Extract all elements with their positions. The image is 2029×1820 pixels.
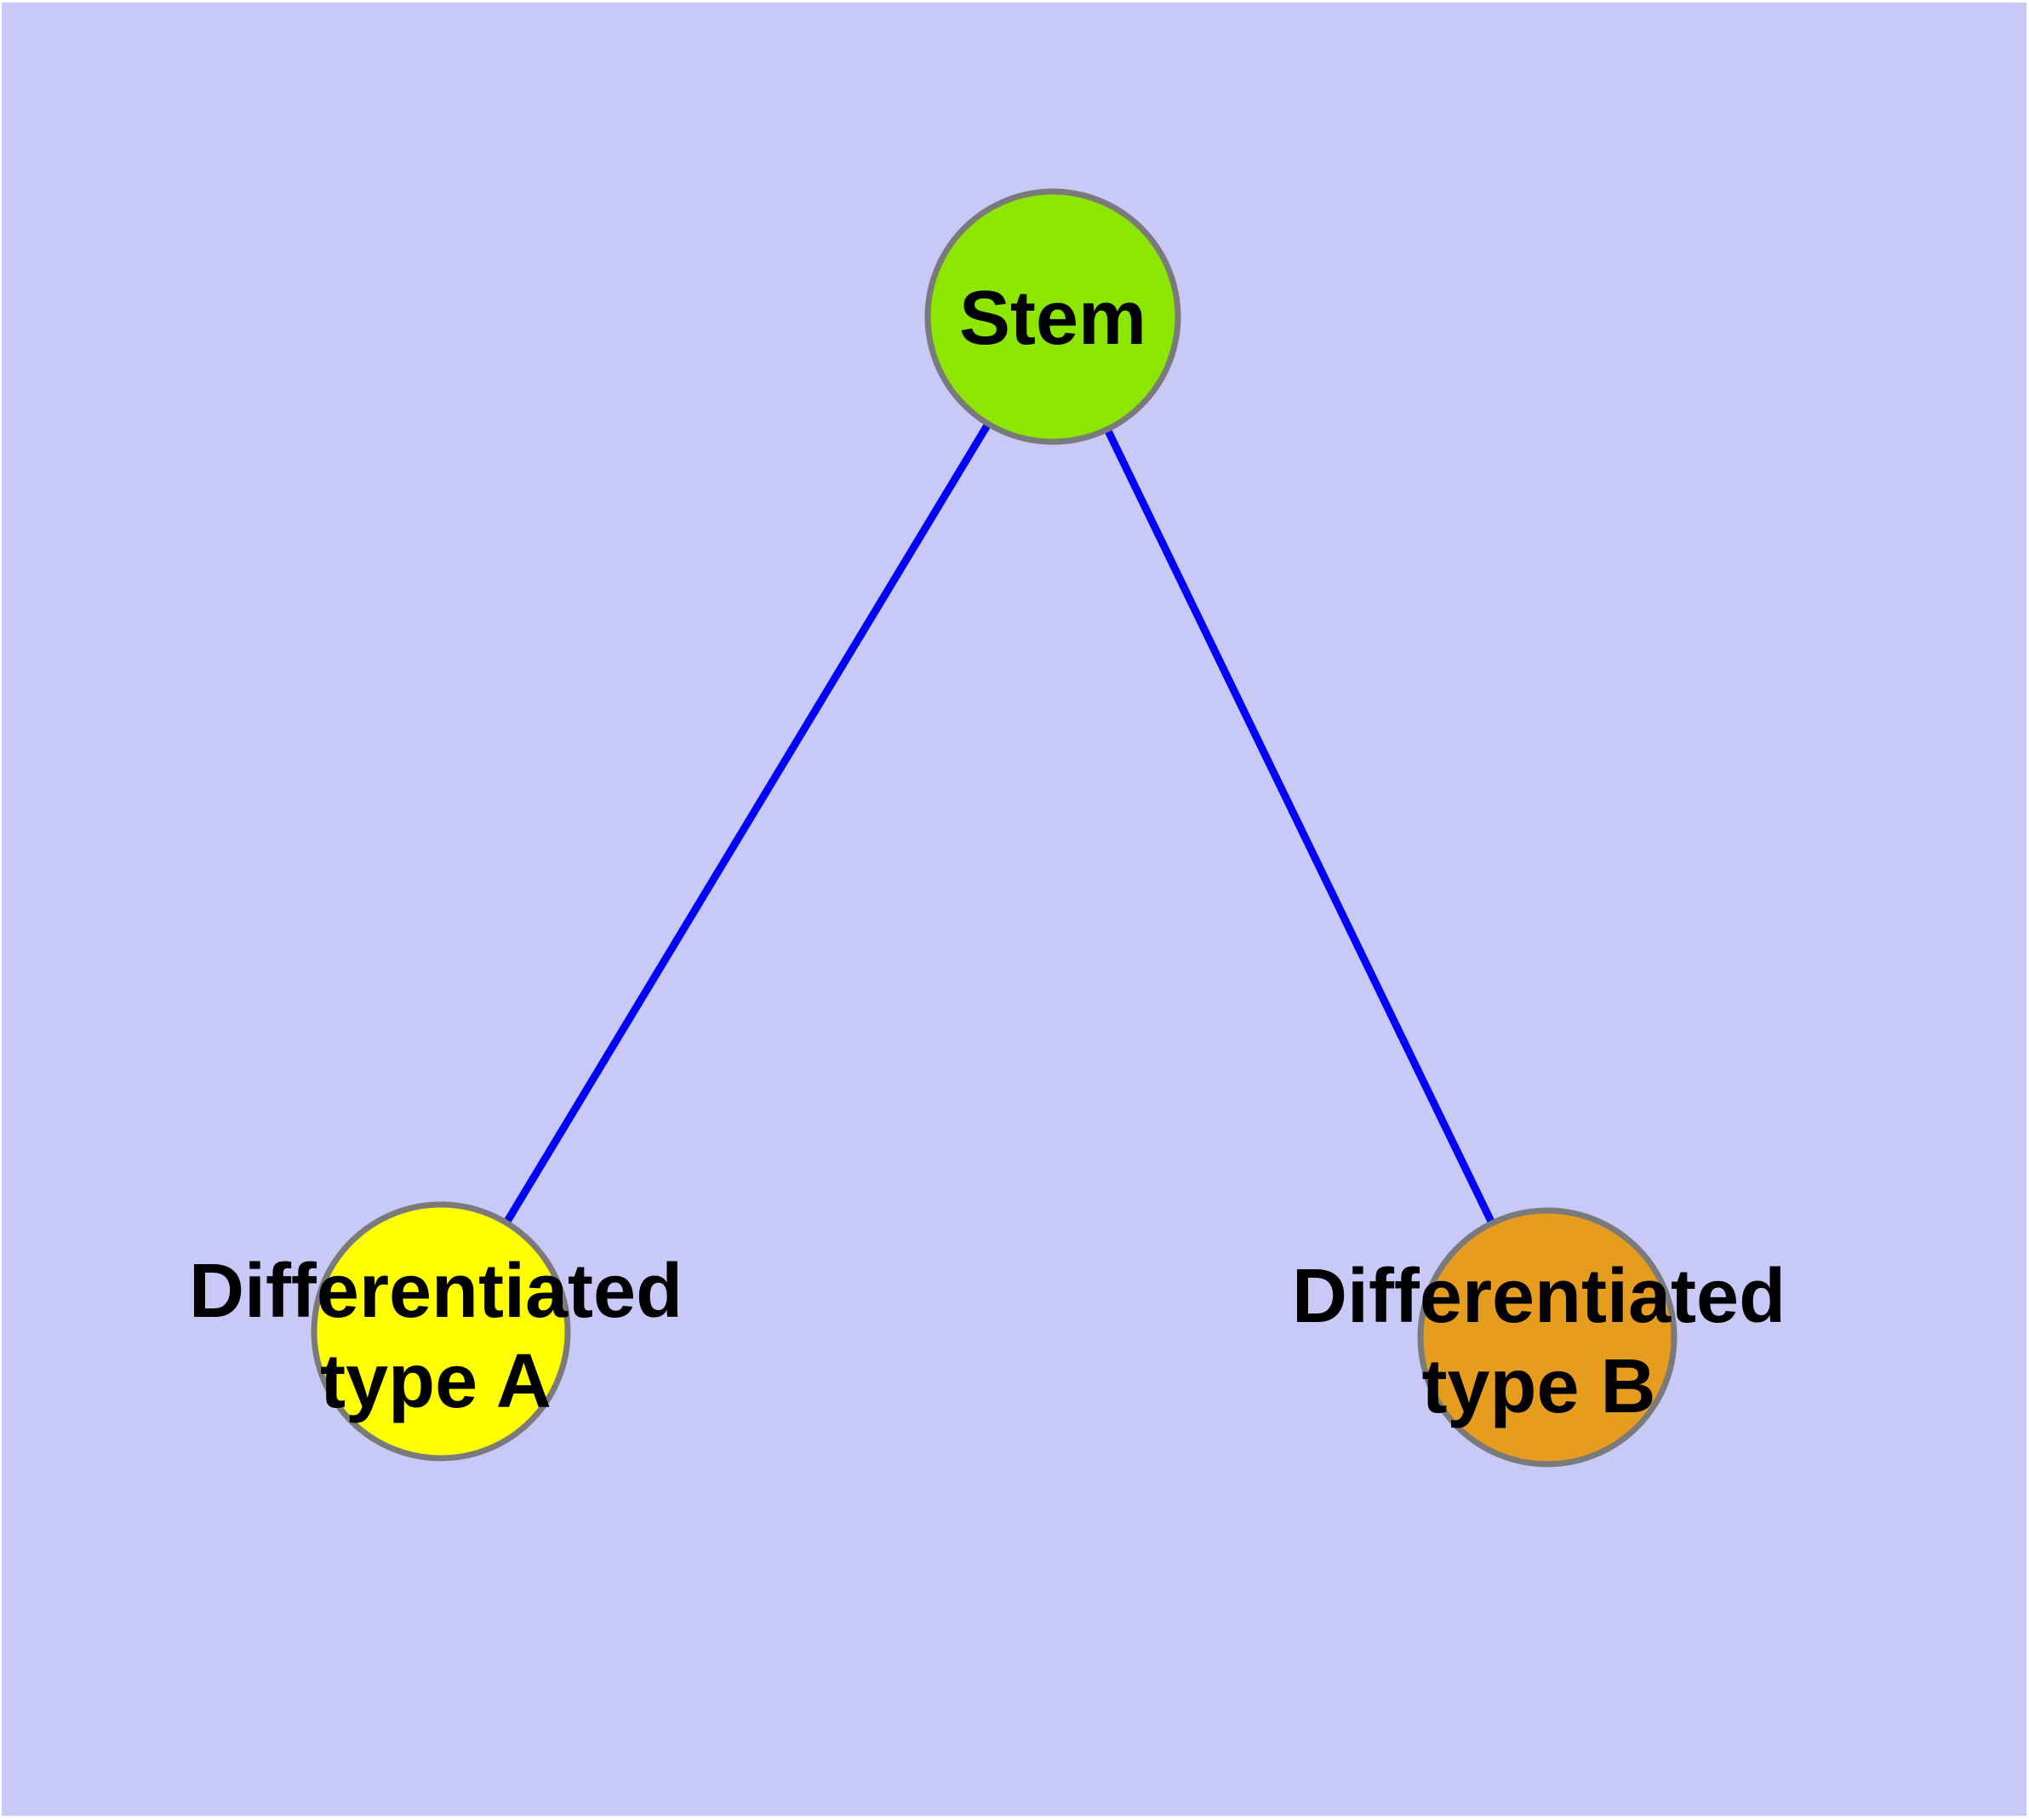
node-type-a-border bbox=[311, 1201, 571, 1462]
node-type-b bbox=[1420, 1210, 1674, 1464]
node-type-b-border bbox=[1417, 1207, 1677, 1468]
edge-stem-to-type-a bbox=[437, 312, 1057, 1336]
node-type-a bbox=[314, 1205, 568, 1458]
node-stem bbox=[928, 192, 1178, 442]
edge-stem-to-type-b bbox=[1049, 312, 1552, 1342]
node-stem-border bbox=[924, 188, 1181, 445]
